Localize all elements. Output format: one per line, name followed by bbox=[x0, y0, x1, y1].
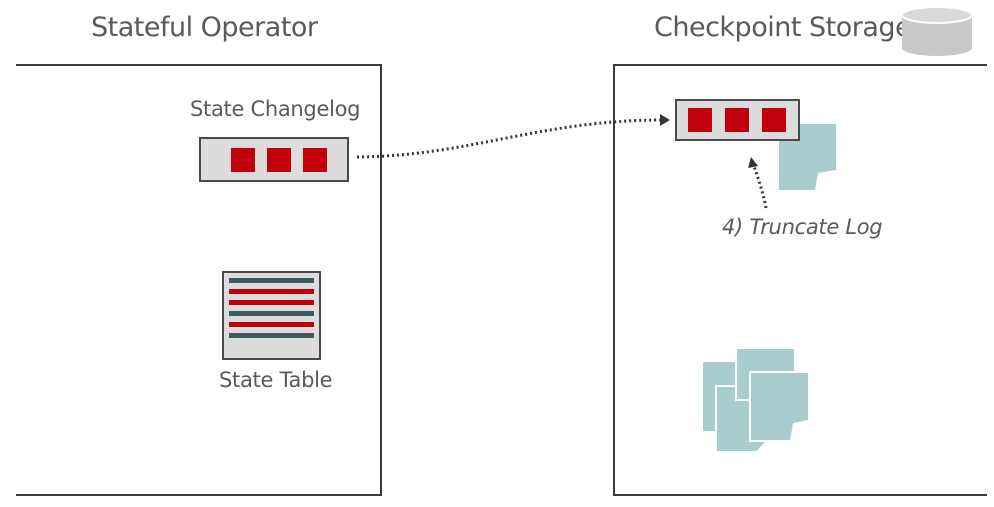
stateful-operator-title: Stateful Operator bbox=[91, 12, 318, 43]
checkpoint-record bbox=[725, 108, 749, 132]
checkpoint-record bbox=[762, 108, 786, 132]
checkpoint-changelog-box bbox=[675, 99, 800, 141]
changelog-record bbox=[267, 148, 291, 172]
table-row-line bbox=[229, 278, 314, 283]
table-row-line bbox=[229, 333, 314, 338]
table-row-line bbox=[229, 289, 314, 294]
truncate-arrow bbox=[748, 157, 768, 209]
checkpoint-storage-title: Checkpoint Storage bbox=[654, 12, 912, 43]
state-table-icon bbox=[222, 271, 321, 360]
table-row-line bbox=[229, 300, 314, 305]
state-table-label: State Table bbox=[219, 368, 333, 392]
table-row-line bbox=[229, 322, 314, 327]
checkpoint-storage-panel bbox=[613, 64, 987, 496]
database-icon bbox=[901, 6, 973, 56]
state-changelog-label: State Changelog bbox=[190, 97, 361, 121]
state-changelog-box bbox=[199, 137, 349, 182]
table-row-line bbox=[229, 311, 314, 316]
changelog-transfer-arrow bbox=[356, 114, 670, 159]
changelog-record bbox=[303, 148, 327, 172]
truncate-log-annotation: 4) Truncate Log bbox=[722, 215, 883, 239]
checkpoint-record bbox=[688, 108, 712, 132]
snapshot-files-icon bbox=[701, 347, 810, 453]
changelog-record bbox=[231, 148, 255, 172]
stateful-operator-panel bbox=[16, 64, 382, 496]
